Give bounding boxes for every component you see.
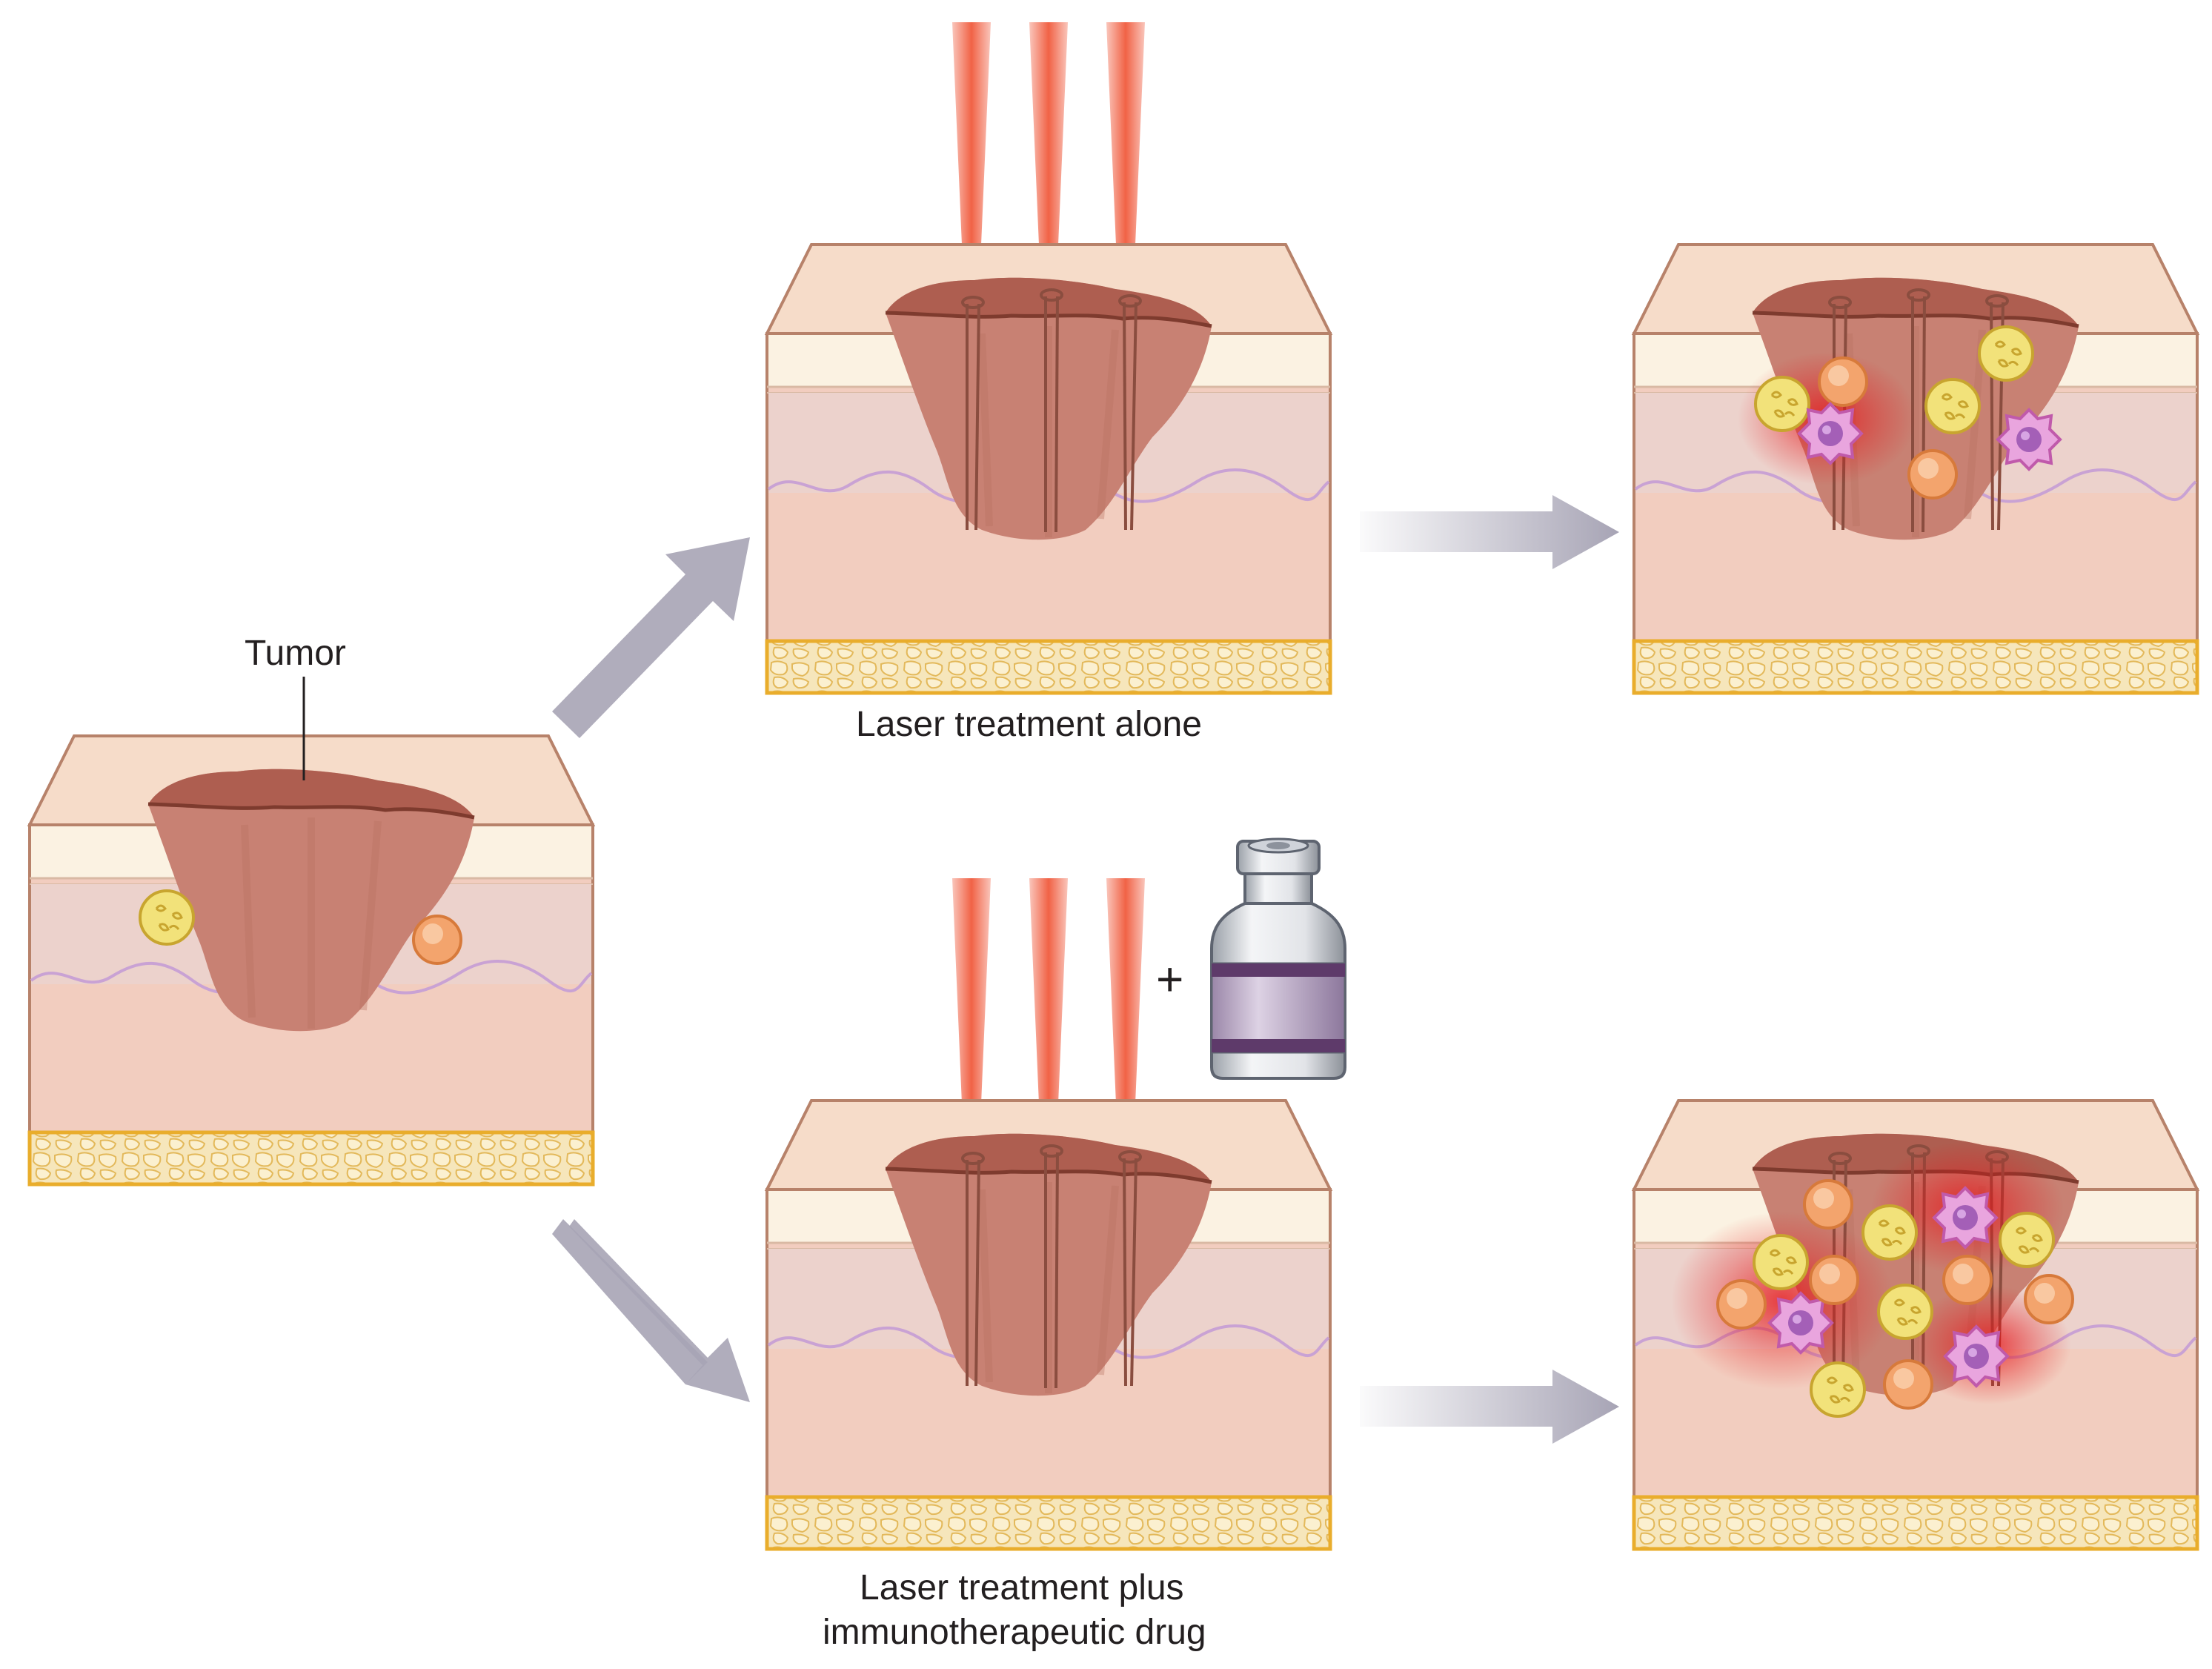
yellow-immune-cell-icon xyxy=(1978,325,2034,382)
laser-beams-top xyxy=(952,22,1145,296)
orange-immune-cell-icon xyxy=(1818,356,1868,407)
yellow-immune-cell-icon xyxy=(1810,1361,1866,1418)
panel-laser-alone-result xyxy=(1634,245,2197,693)
flow-arrow-icon xyxy=(1360,1370,1619,1444)
panel-laser-alone xyxy=(767,245,1330,693)
laser-plus-caption-line2: immunotherapeutic drug xyxy=(823,1613,1206,1652)
pink-immune-cell-icon xyxy=(1944,1325,2009,1387)
plus-sign: + xyxy=(1156,952,1184,1006)
yellow-immune-cell-icon xyxy=(139,889,195,946)
yellow-immune-cell-icon xyxy=(1861,1204,1918,1261)
orange-immune-cell-icon xyxy=(1803,1179,1853,1230)
tumor-label: Tumor xyxy=(245,634,346,673)
orange-immune-cell-icon xyxy=(1907,449,1958,500)
yellow-immune-cell-icon xyxy=(1924,378,1981,434)
yellow-immune-cell-icon xyxy=(1753,1234,1809,1290)
panel-laser-plus-drug xyxy=(767,1101,1330,1549)
laser-alone-caption: Laser treatment alone xyxy=(856,705,1202,744)
yellow-immune-cell-icon xyxy=(1877,1284,1933,1340)
laser-beam-icon xyxy=(952,22,991,296)
laser-beam-icon xyxy=(1029,878,1068,1156)
orange-immune-cell-icon xyxy=(2024,1274,2074,1324)
laser-beam-icon xyxy=(1106,878,1145,1156)
orange-immune-cell-icon xyxy=(412,915,462,965)
flow-arrow-icon xyxy=(1360,495,1619,569)
laser-beam-icon xyxy=(952,878,991,1156)
laser-beam-icon xyxy=(1106,22,1145,296)
yellow-immune-cell-icon xyxy=(1999,1212,2055,1268)
orange-immune-cell-icon xyxy=(1716,1279,1767,1330)
pink-immune-cell-icon xyxy=(1933,1187,1998,1249)
flow-arrow-icon xyxy=(552,537,750,738)
orange-immune-cell-icon xyxy=(1942,1255,1993,1305)
flow-arrow-icon xyxy=(552,1219,750,1402)
pink-immune-cell-icon xyxy=(1798,402,1863,465)
panel-laser-plus-drug-result xyxy=(1634,1101,2197,1549)
laser-plus-caption-line1: Laser treatment plus xyxy=(860,1568,1184,1607)
laser-beam-icon xyxy=(1029,22,1068,296)
laser-beams-bottom xyxy=(952,878,1145,1156)
drug-vial-icon xyxy=(1210,837,1346,1080)
panel-initial-tumor xyxy=(30,677,593,1184)
pink-immune-cell-icon xyxy=(1996,408,2062,471)
yellow-immune-cell-icon xyxy=(1754,376,1810,432)
orange-immune-cell-icon xyxy=(1883,1359,1933,1410)
orange-immune-cell-icon xyxy=(1809,1255,1859,1305)
